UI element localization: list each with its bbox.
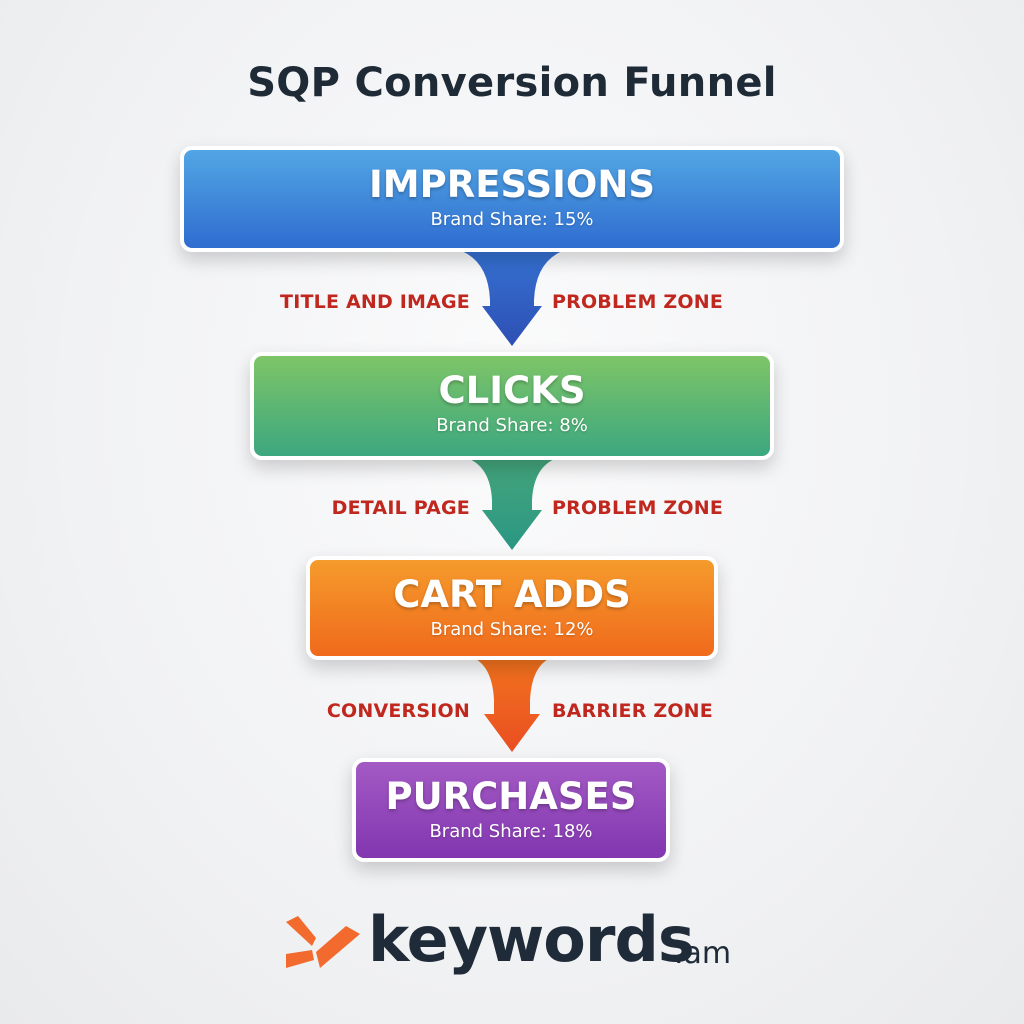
transition-label-left: DETAIL PAGE [331,497,470,519]
stage-share: Brand Share: 8% [436,415,588,436]
transition-label-left: TITLE AND IMAGE [280,291,470,313]
transition-label-right: PROBLEM ZONE [552,291,724,313]
stage-share: Brand Share: 18% [429,821,593,842]
arrow-connector-3 [468,656,556,752]
transition-label-right: BARRIER ZONE [552,700,713,722]
stage-name: IMPRESSIONS [369,163,655,206]
stage-clicks: CLICKS Brand Share: 8% [250,352,774,460]
logo-mark-icon [286,916,360,968]
stage-share: Brand Share: 15% [430,209,594,230]
stage-impressions: IMPRESSIONS Brand Share: 15% [180,146,844,252]
transition-label-right: PROBLEM ZONE [552,497,724,519]
stage-name: PURCHASES [385,775,637,818]
arrow-connector-1 [452,248,572,346]
arrow-connector-2 [460,456,564,550]
transition-label-left: CONVERSION [326,700,470,722]
logo-suffix: .am [674,936,732,971]
stage-share: Brand Share: 12% [430,619,594,640]
logo-text: keywords [368,903,695,976]
brand-logo: keywords .am [286,900,746,980]
stage-cart-adds: CART ADDS Brand Share: 12% [306,556,718,660]
stage-purchases: PURCHASES Brand Share: 18% [352,758,670,862]
stage-name: CART ADDS [393,573,631,616]
page-title: SQP Conversion Funnel [247,60,777,106]
stage-name: CLICKS [438,369,586,412]
